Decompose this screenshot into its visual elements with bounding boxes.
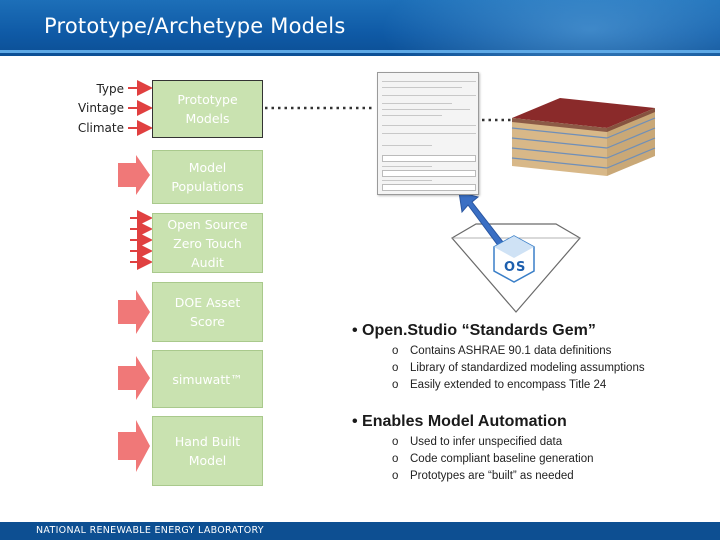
- box-label: Open Source Zero Touch Audit: [167, 216, 248, 270]
- list-item: o Used to infer unspecified data: [392, 436, 562, 448]
- box-label: Prototype Models: [177, 92, 238, 126]
- header-underline: [0, 50, 720, 53]
- list-item: o Code compliant baseline generation: [392, 453, 593, 465]
- sub-bullet-marker: o: [392, 379, 399, 391]
- box-prototype-models: Prototype Models: [152, 80, 263, 138]
- logo-letter-o: O: [504, 260, 515, 275]
- list-item-text: Library of standardized modeling assumpt…: [410, 362, 645, 374]
- openstudio-logo-icon: [493, 235, 535, 283]
- block-arrow-populations: [118, 155, 150, 195]
- list-item-text: Code compliant baseline generation: [410, 453, 594, 465]
- box-label: simuwatt™: [172, 371, 243, 387]
- box-model-populations: Model Populations: [152, 150, 263, 204]
- building-model-icon: [511, 98, 656, 176]
- list-item: o Contains ASHRAE 90.1 data definitions: [392, 345, 611, 357]
- input-label-vintage: Vintage: [78, 101, 124, 115]
- input-label-type: Type: [96, 82, 124, 96]
- box-doe-asset-score: DOE Asset Score: [152, 282, 263, 342]
- logo-letter-s: S: [516, 260, 525, 275]
- list-item-text: Prototypes are “built” as needed: [410, 470, 574, 482]
- bullet-dot: •: [352, 413, 363, 430]
- list-item-text: Contains ASHRAE 90.1 data definitions: [410, 345, 612, 357]
- sub-bullet-marker: o: [392, 470, 399, 482]
- box-label: Hand Built Model: [174, 434, 241, 468]
- block-arrow-hand-built: [118, 420, 150, 472]
- list-item: o Library of standardized modeling assump…: [392, 362, 645, 374]
- page-title: Prototype/Archetype Models: [44, 14, 346, 38]
- list-item-text: Used to infer unspecified data: [410, 436, 563, 448]
- sub-bullet-marker: o: [392, 362, 399, 374]
- block-arrow-asset-score: [118, 290, 150, 334]
- box-zero-touch-audit: Open Source Zero Touch Audit: [152, 213, 263, 273]
- box-label: Model Populations: [171, 160, 244, 194]
- bullet-title: Enables Model Automation: [362, 413, 567, 430]
- input-label-climate: Climate: [77, 121, 124, 135]
- list-item: o Prototypes are “built” as needed: [392, 470, 574, 482]
- box-label: DOE Asset Score: [174, 295, 241, 329]
- box-simuwatt: simuwatt™: [152, 350, 263, 408]
- block-arrow-simuwatt: [118, 356, 150, 400]
- header-bar: Prototype/Archetype Models: [0, 0, 720, 56]
- bullet-dot: •: [352, 322, 363, 339]
- list-item-text: Easily extended to encompass Title 24: [410, 379, 607, 391]
- sub-bullet-marker: o: [392, 453, 399, 465]
- bullet-title: Open.Studio “Standards Gem”: [362, 322, 596, 339]
- footer-text: NATIONAL RENEWABLE ENERGY LABORATORY: [36, 525, 264, 536]
- bullet-standards-gem: • Open.Studio “Standards Gem”: [352, 322, 596, 340]
- sub-bullet-marker: o: [392, 436, 399, 448]
- list-item: o Easily extended to encompass Title 24: [392, 379, 606, 391]
- audit-arrows: [130, 210, 153, 270]
- bullet-model-automation: • Enables Model Automation: [352, 413, 567, 431]
- box-hand-built-model: Hand Built Model: [152, 416, 263, 486]
- sub-bullet-marker: o: [392, 345, 399, 357]
- software-screenshot-thumbnail: [377, 72, 479, 195]
- footer-bar: NATIONAL RENEWABLE ENERGY LABORATORY: [0, 522, 720, 540]
- header-sheen: [380, 0, 720, 56]
